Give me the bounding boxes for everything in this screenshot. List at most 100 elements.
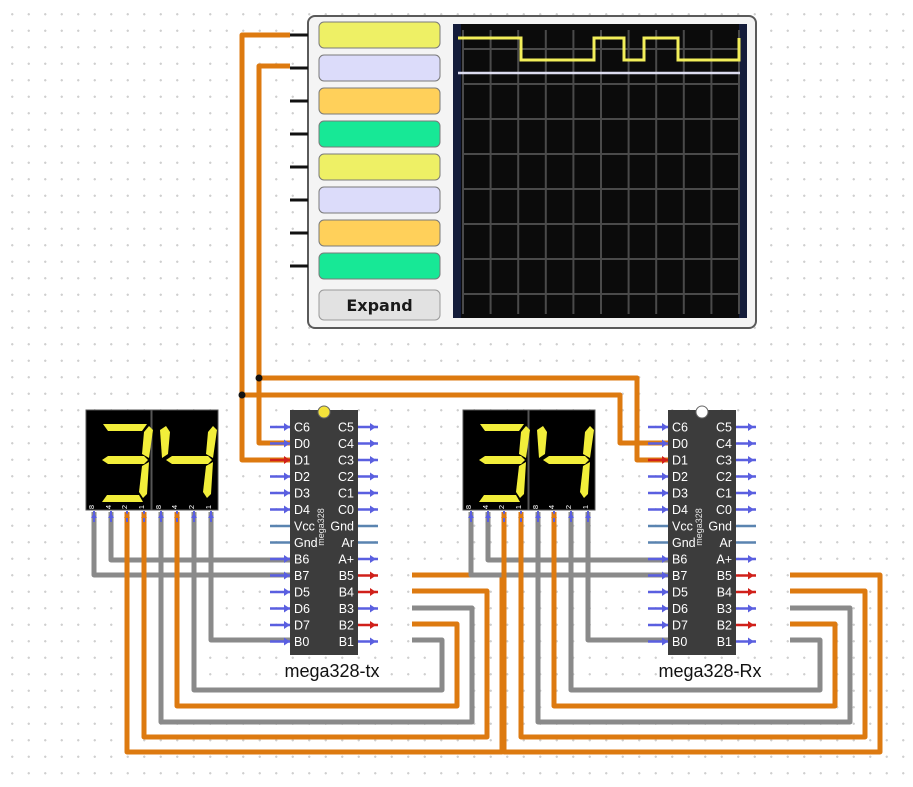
expand-button[interactable]: Expand: [318, 289, 441, 321]
scope-screen-edge: [739, 24, 747, 318]
pin-arrow: [284, 588, 290, 596]
wire-junction: [255, 374, 263, 382]
display-pin-label: 1: [514, 505, 523, 509]
expand-button-label[interactable]: Expand: [346, 296, 412, 315]
pin-label-b4: B4: [717, 586, 732, 600]
pin-arrow: [748, 637, 754, 646]
wire-scope-ch1-to-tx-d1: [239, 32, 290, 463]
pin-arrow: [284, 637, 290, 646]
pin-label-a+: A+: [338, 553, 354, 567]
pin-arrow: [662, 439, 668, 448]
pin-arrow: [748, 439, 754, 448]
segment-b: [519, 426, 530, 458]
pin-arrow: [748, 505, 754, 514]
pin-arrow: [748, 489, 754, 497]
pin-label-d1: D1: [672, 454, 688, 468]
display-pin-label: 4: [170, 505, 179, 509]
segment-b: [583, 426, 594, 458]
pin-arrow: [662, 637, 668, 646]
display-pin-arrow: [158, 513, 164, 518]
display-pin-arrow: [585, 513, 591, 518]
microcontrollers: mega328C6D0D1D2D3D4VccGndB6B7D5D6D7B0C5C…: [270, 405, 762, 681]
display-pin-arrow: [485, 513, 491, 518]
channel-1-button[interactable]: [318, 21, 441, 49]
wire-seg-bus: [518, 512, 868, 740]
channel-8-button[interactable]: [318, 252, 441, 280]
display-pin-label: 1: [204, 505, 213, 509]
oscilloscope[interactable]: Expand: [290, 15, 757, 329]
pin-arrow: [370, 621, 376, 629]
wire-seg-bus: [535, 512, 853, 725]
channel-4-button[interactable]: [318, 120, 441, 148]
display-pin-label: 1: [581, 505, 590, 509]
wire-seg-bus: [174, 512, 460, 709]
pin-arrow: [284, 604, 290, 613]
chip-mega328-Rx: mega328C6D0D1D2D3D4VccGndB6B7D5D6D7B0C5C…: [648, 405, 762, 681]
segment-g: [166, 456, 212, 464]
pin-label-b3: B3: [717, 602, 732, 616]
pin-arrow: [284, 555, 290, 563]
chip-name-label: mega328-Rx: [658, 661, 761, 681]
display-pin-label: 2: [564, 505, 573, 509]
pin-label-d0: D0: [672, 437, 688, 451]
wire-seg-bus: [585, 512, 668, 643]
display-pin-arrow: [501, 513, 507, 518]
pin-label-b6: B6: [672, 553, 687, 567]
channel-7-button[interactable]: [318, 219, 441, 247]
pin-arrow: [370, 505, 376, 514]
display-pin-label: 2: [120, 505, 129, 509]
channel-2-button[interactable]: [318, 54, 441, 82]
segment-b: [142, 426, 153, 458]
pin-label-vcc: Vcc: [294, 520, 315, 534]
pin-label-c0: C0: [338, 503, 354, 517]
segment-g: [479, 456, 525, 464]
pin-label-b3: B3: [339, 602, 354, 616]
pin-label-d6: D6: [294, 602, 310, 616]
pin-arrow: [662, 621, 668, 629]
pin-arrow: [748, 423, 754, 431]
scope-screen-edge: [453, 24, 461, 318]
segment-d: [102, 495, 143, 502]
pin-label-gnd: Gnd: [294, 536, 318, 550]
display-pin-arrow: [568, 513, 574, 518]
segment-b: [206, 426, 217, 458]
pin-arrow: [662, 571, 668, 580]
pin-arrow: [284, 621, 290, 629]
wire-seg-bus: [191, 512, 445, 693]
channel-3-button[interactable]: [318, 87, 441, 115]
expand-button-bg[interactable]: [318, 289, 441, 321]
display-pin-label: 2: [187, 505, 196, 509]
pin-label-vcc: Vcc: [672, 520, 693, 534]
pin-arrow: [284, 439, 290, 448]
display-pin-arrow: [518, 513, 524, 518]
segment-a: [480, 424, 524, 431]
pin-label-d5: D5: [672, 586, 688, 600]
pin-arrow: [662, 604, 668, 613]
pin-label-d2: D2: [672, 470, 688, 484]
wire-seg-bus: [501, 512, 883, 755]
display-pin-arrow: [468, 513, 474, 518]
segment-g: [102, 456, 148, 464]
segment-c: [139, 462, 149, 498]
display-pin-arrow: [91, 513, 97, 518]
display-pin-arrow: [108, 513, 114, 518]
digit-3: [102, 424, 153, 502]
pin-arrow: [284, 423, 290, 431]
pin-label-c5: C5: [338, 421, 354, 435]
wire-seg-bus: [551, 512, 838, 709]
channel-5-button[interactable]: [318, 153, 441, 181]
pin-arrow: [284, 489, 290, 497]
pin-arrow: [370, 423, 376, 431]
pin-label-c0: C0: [716, 503, 732, 517]
wire-seg-bus: [468, 512, 668, 578]
chip-name-label: mega328-tx: [284, 661, 379, 681]
display-pin-arrow: [208, 513, 214, 518]
pin-arrow: [284, 505, 290, 514]
pin-label-c1: C1: [338, 487, 354, 501]
pin-arrow: [748, 604, 754, 613]
channel-6-button[interactable]: [318, 186, 441, 214]
pin-label-b2: B2: [717, 619, 732, 633]
pin-arrow: [748, 555, 754, 563]
pin-arrow: [662, 472, 668, 481]
